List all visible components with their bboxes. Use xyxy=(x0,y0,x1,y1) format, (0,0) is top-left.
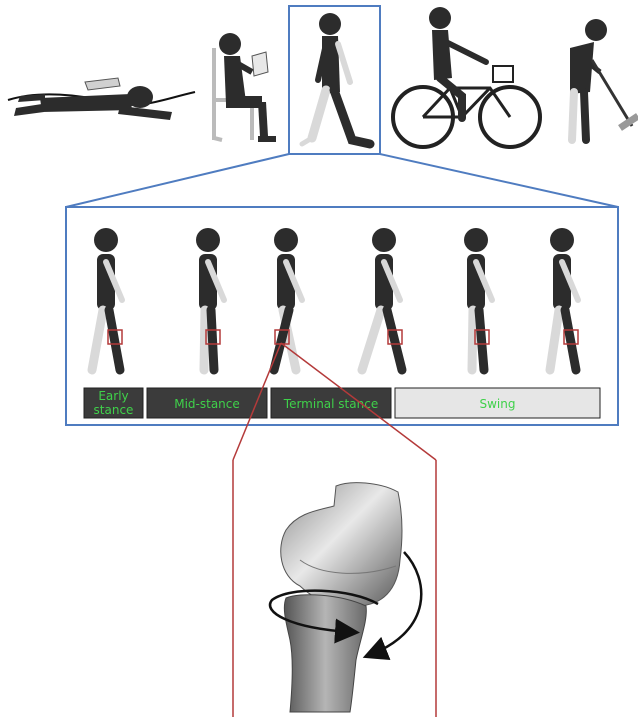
phase-mid-stance-label: Mid-stance xyxy=(174,397,240,411)
gait-figure-head xyxy=(464,228,488,252)
gait-figure-leg-back xyxy=(472,310,473,370)
activity-walking xyxy=(302,13,370,144)
gait-figure-leg-front xyxy=(565,310,576,370)
phase-early-stance-label-line1: Early xyxy=(98,389,128,403)
activity-lying-prone xyxy=(8,78,195,120)
gait-figure-head xyxy=(196,228,220,252)
tibia-icon xyxy=(284,595,366,712)
gait-figure-leg-back xyxy=(92,310,103,370)
knee-joint-model xyxy=(270,483,421,712)
gait-phase-bar: Early stance Mid-stance Terminal stance … xyxy=(84,388,600,418)
activity-vacuuming xyxy=(570,19,638,140)
gait-figures xyxy=(92,228,578,370)
activity-cycling xyxy=(393,7,540,147)
gait-figure-leg-back xyxy=(204,310,205,370)
gait-figure-leg-front xyxy=(211,310,214,370)
phase-terminal-stance-label: Terminal stance xyxy=(283,397,378,411)
gait-figure-leg-back xyxy=(550,310,559,370)
phase-early-stance-label-line2: stance xyxy=(94,403,134,417)
gait-figure-head xyxy=(274,228,298,252)
femur-icon xyxy=(281,483,402,606)
gait-figure-leg-front xyxy=(387,310,402,370)
gait-figure-head xyxy=(94,228,118,252)
phase-swing-label: Swing xyxy=(480,397,516,411)
gait-figure-head xyxy=(372,228,396,252)
gait-figure-leg-back xyxy=(362,310,381,370)
gait-figure-head xyxy=(550,228,574,252)
gait-figure-leg-front xyxy=(479,310,484,370)
gait-figure-leg-front xyxy=(109,310,120,370)
activity-sitting-reading xyxy=(214,33,276,142)
